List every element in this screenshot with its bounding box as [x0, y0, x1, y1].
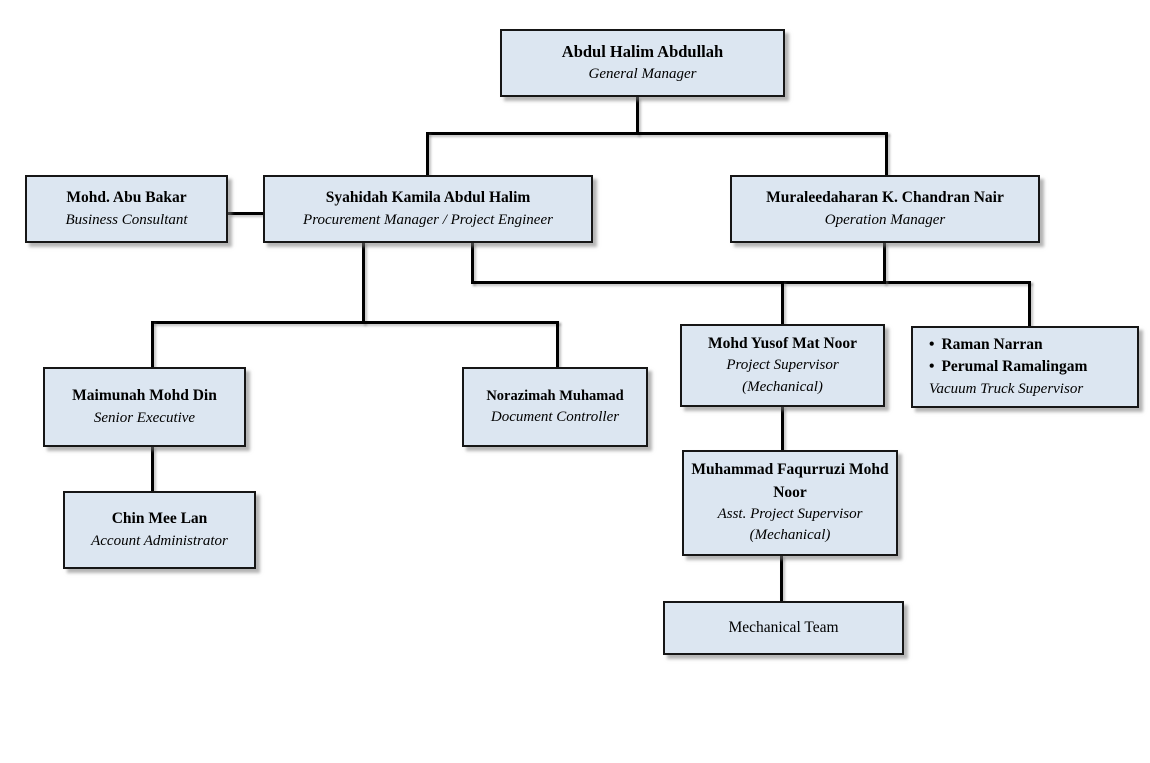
person-name: Maimunah Mohd Din [72, 387, 217, 405]
connector-senior-exec-to-account-admin [151, 446, 154, 492]
org-node-procurement-manager: Syahidah Kamila Abdul Halim Procurement … [263, 175, 593, 243]
connector-senior-exec-drop [151, 321, 154, 369]
person-title: Procurement Manager / Project Engineer [303, 211, 553, 228]
org-node-vacuum-truck-supervisor: • Raman Narran • Perumal Ramalingam Vacu… [911, 326, 1139, 408]
org-node-mechanical-team: Mechanical Team [663, 601, 904, 655]
connector-procurement-drop [426, 132, 429, 176]
bullet-icon: • [929, 358, 935, 376]
connector-consultant-link [228, 212, 263, 215]
connector-asst-to-team [780, 555, 783, 602]
org-node-business-consultant: Mohd. Abu Bakar Business Consultant [25, 175, 228, 243]
person-name: • Raman Narran [929, 334, 1043, 356]
person-title: General Manager [588, 66, 697, 83]
person-name: Muraleedaharan K. Chandran Nair [766, 189, 1004, 207]
person-name: Mohd Yusof Mat Noor [707, 334, 858, 352]
connector-right-rail [471, 281, 1031, 284]
person-name: Muhammad Faqurruzi Mohd Noor [691, 461, 889, 501]
org-node-general-manager: Abdul Halim Abdullah General Manager [500, 29, 785, 97]
person-title: Project Supervisor (Mechanical) [726, 357, 839, 395]
team-label: Mechanical Team [728, 619, 839, 637]
person-title: Senior Executive [93, 409, 196, 426]
connector-procurement-right-stem [471, 242, 474, 284]
person-title: Document Controller [490, 408, 620, 425]
connector-project-supervisor-drop [781, 281, 784, 325]
person-name: Chin Mee Lan [111, 510, 208, 528]
org-node-account-administrator: Chin Mee Lan Account Administrator [63, 491, 256, 569]
org-node-operation-manager: Muraleedaharan K. Chandran Nair Operatio… [730, 175, 1040, 243]
connector-top-rail [426, 132, 888, 135]
person-title: Business Consultant [65, 211, 188, 228]
person-title: Operation Manager [824, 211, 946, 228]
person-name: Abdul Halim Abdullah [561, 42, 724, 62]
org-node-project-supervisor: Mohd Yusof Mat Noor Project Supervisor (… [680, 324, 885, 407]
person-name: • Perumal Ramalingam [929, 356, 1087, 378]
connector-left-rail [151, 321, 559, 324]
org-node-senior-executive: Maimunah Mohd Din Senior Executive [43, 367, 246, 447]
person-title: Account Administrator [91, 532, 228, 549]
connector-doc-controller-drop [556, 321, 559, 369]
bullet-icon: • [929, 335, 935, 353]
person-name: Mohd. Abu Bakar [66, 189, 187, 207]
person-title: Asst. Project Supervisor (Mechanical) [717, 506, 863, 544]
connector-supervisor-to-asst [781, 406, 784, 452]
org-node-asst-project-supervisor: Muhammad Faqurruzi Mohd Noor Asst. Proje… [682, 450, 898, 556]
connector-procurement-left-stem [362, 242, 365, 324]
person-name: Norazimah Muhamad [486, 387, 624, 404]
org-node-document-controller: Norazimah Muhamad Document Controller [462, 367, 648, 447]
person-name: Syahidah Kamila Abdul Halim [325, 189, 531, 207]
connector-operation-stem [883, 242, 886, 284]
person-title: Vacuum Truck Supervisor [929, 380, 1084, 397]
connector-gm-drop [636, 97, 639, 135]
connector-operation-drop [885, 132, 888, 176]
connector-vacuum-drop [1028, 281, 1031, 327]
